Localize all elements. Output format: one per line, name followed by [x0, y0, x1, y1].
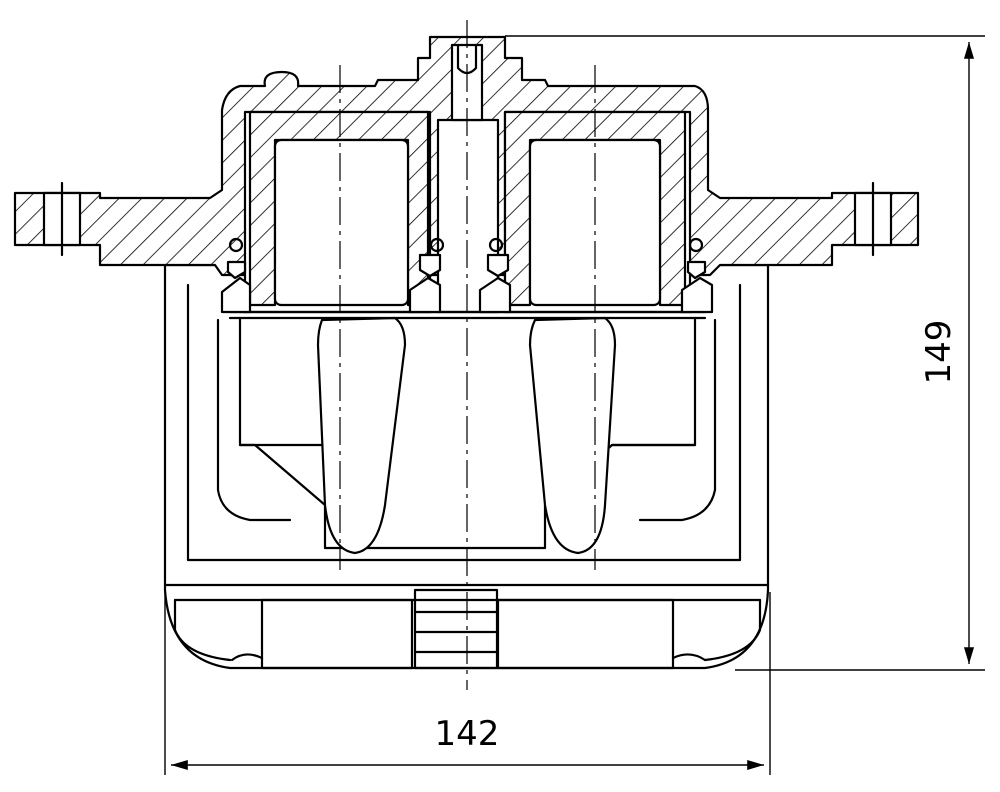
width-dimension-label: 142 — [435, 714, 500, 754]
left-piston — [248, 110, 430, 307]
center-lines — [339, 20, 596, 690]
dimension-height: 149 — [505, 35, 985, 671]
height-dimension-label: 149 — [919, 320, 959, 385]
right-pad — [528, 316, 617, 555]
dimension-width: 142 — [164, 592, 771, 775]
brake-pads — [316, 316, 617, 555]
right-piston — [503, 110, 687, 307]
piston-seals — [220, 237, 714, 314]
